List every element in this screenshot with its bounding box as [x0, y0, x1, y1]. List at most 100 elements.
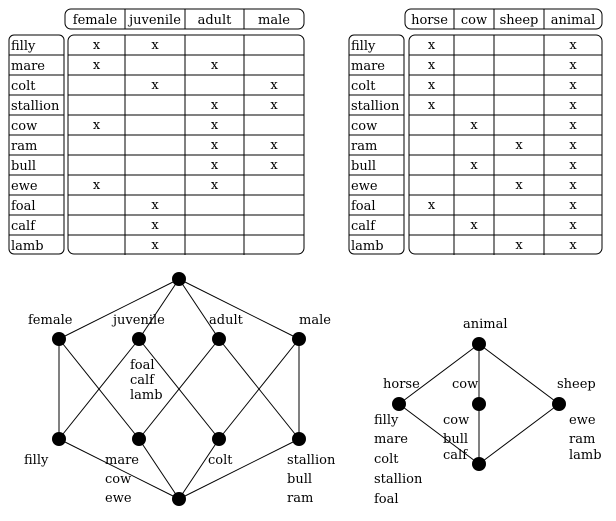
node-bottom — [172, 492, 186, 506]
concept-lattice-sex-age: female juvenile adult male foal calf lam… — [24, 272, 336, 506]
table1-grid-lines — [9, 9, 304, 255]
lattice2-nodes — [392, 337, 566, 471]
cell-mark-stallion-horse: x — [428, 98, 436, 113]
row-header-stallion: stallion — [11, 99, 60, 114]
node-female — [52, 332, 66, 346]
cell-mark-ewe-animal: x — [569, 178, 577, 193]
label-cow-calf: calf — [443, 448, 468, 463]
cell-mark-ewe-adult: x — [211, 178, 219, 193]
cell-mark-ram-animal: x — [569, 138, 577, 153]
row-header-colt: colt — [351, 79, 376, 94]
node-male — [292, 332, 306, 346]
cell-mark-stallion-male: x — [270, 98, 278, 113]
edge-top-female — [58, 278, 180, 340]
row-header-cow: cow — [11, 119, 37, 134]
edge-mare-bottom — [138, 438, 180, 500]
label-juvenile: juvenile — [111, 313, 165, 328]
row-header-colt: colt — [11, 79, 36, 94]
node-juvenile — [132, 332, 146, 346]
row-header-bull: bull — [11, 159, 36, 174]
column-header-cow: cow — [461, 13, 487, 28]
edge-top-adult — [178, 278, 220, 340]
row-header-mare: mare — [11, 59, 45, 74]
edge-adult-mare — [138, 338, 220, 440]
cell-mark-cow-female: x — [93, 118, 101, 133]
label-cow-species: cow — [452, 377, 478, 392]
node-sheep — [552, 397, 566, 411]
label-foal: foal — [130, 358, 155, 373]
label-bull: bull — [287, 472, 312, 487]
node-cow — [472, 397, 486, 411]
row-header-calf: calf — [351, 219, 376, 234]
row-header-foal: foal — [11, 199, 36, 214]
node-stallion — [292, 432, 306, 446]
cell-mark-stallion-adult: x — [211, 98, 219, 113]
cell-mark-stallion-animal: x — [569, 98, 577, 113]
cell-mark-bull-adult: x — [211, 158, 219, 173]
edge-top-juvenile — [138, 278, 180, 340]
cell-mark-foal-animal: x — [569, 198, 577, 213]
edge-colt-bottom — [178, 438, 220, 500]
row-header-lamb: lamb — [351, 239, 384, 254]
label-sheep: sheep — [557, 377, 596, 392]
label-cow: cow — [105, 472, 131, 487]
cell-mark-filly-female: x — [93, 38, 101, 53]
edge-sheep-bottom — [478, 403, 560, 465]
row-header-calf: calf — [11, 219, 36, 234]
row-header-filly: filly — [11, 39, 36, 54]
edge-animal-horse — [398, 343, 480, 405]
label-female: female — [28, 313, 73, 328]
cell-mark-filly-juvenile: x — [151, 38, 159, 53]
cell-mark-ewe-sheep: x — [515, 178, 523, 193]
node-filly — [52, 432, 66, 446]
table1-body-frame — [67, 34, 305, 255]
label-colt: colt — [208, 453, 233, 468]
label-cow-bull: bull — [443, 432, 468, 447]
row-header-cow: cow — [351, 119, 377, 134]
edge-top-male — [178, 278, 300, 340]
label-horse: horse — [383, 377, 420, 392]
row-header-filly: filly — [351, 39, 376, 54]
label-sheep-ewe: ewe — [569, 413, 596, 428]
cell-mark-foal-juvenile: x — [151, 198, 159, 213]
label-calf: calf — [130, 373, 155, 388]
table1-row-headers: filly mare colt stallion cow ram bull ewe foal ca… — [11, 39, 60, 254]
cell-mark-calf-animal: x — [569, 218, 577, 233]
row-header-ram: ram — [11, 139, 37, 154]
cell-mark-ram-sheep: x — [515, 138, 523, 153]
label-lamb: lamb — [130, 388, 163, 403]
lattice2-edges — [398, 343, 560, 465]
lattice1-edges — [58, 278, 300, 500]
column-header-male: male — [258, 13, 290, 28]
table2-grid-lines — [349, 9, 602, 255]
label-sheep-lamb: lamb — [569, 448, 602, 463]
row-header-lamb: lamb — [11, 239, 44, 254]
column-header-adult: adult — [198, 13, 233, 28]
node-adult — [212, 332, 226, 346]
cell-mark-colt-juvenile: x — [151, 78, 159, 93]
cell-mark-calf-juvenile: x — [151, 218, 159, 233]
column-header-female: female — [73, 13, 118, 28]
cell-mark-foal-horse: x — [428, 198, 436, 213]
row-header-ewe: ewe — [11, 179, 38, 194]
row-header-foal: foal — [351, 199, 376, 214]
cell-mark-cow-animal: x — [569, 118, 577, 133]
cell-mark-lamb-sheep: x — [515, 238, 523, 253]
cell-mark-mare-female: x — [93, 58, 101, 73]
lattice1-nodes — [52, 272, 306, 506]
cell-mark-lamb-animal: x — [569, 238, 577, 253]
label-horse-foal: foal — [374, 492, 399, 507]
column-header-sheep: sheep — [500, 13, 539, 28]
edge-stallion-bottom — [178, 438, 300, 500]
table2-row-headers: fillymarecoltstallioncowrambullewefoalca… — [351, 39, 400, 254]
lattice2-object-labels: filly mare colt stallion foal cow bull c… — [374, 413, 602, 507]
label-cow-cow: cow — [443, 413, 469, 428]
lattice2-attribute-labels: animal horse cow sheep — [383, 317, 596, 392]
column-header-animal: animal — [551, 13, 596, 28]
cell-mark-cow-cow: x — [470, 118, 478, 133]
cell-mark-colt-animal: x — [569, 78, 577, 93]
column-header-juvenile: juvenile — [127, 13, 181, 28]
node-bottom — [472, 457, 486, 471]
